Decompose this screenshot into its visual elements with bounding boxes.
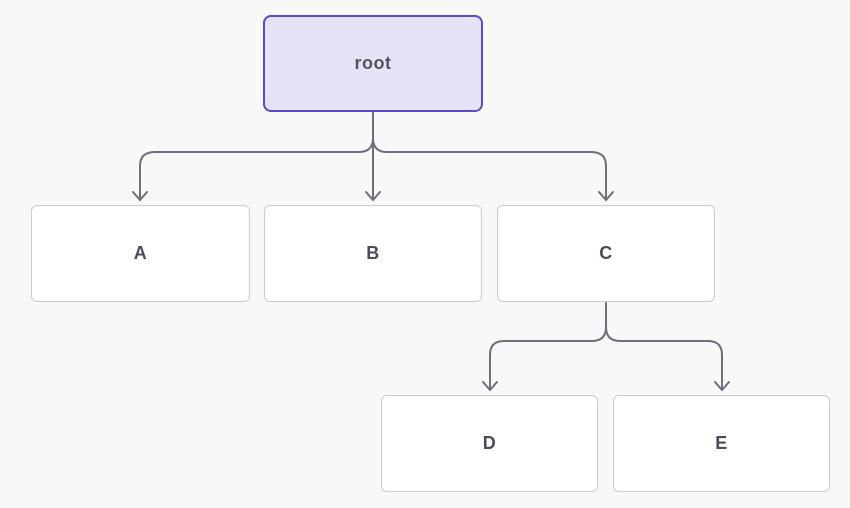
arrowhead-icon — [482, 381, 498, 392]
node-e-label: E — [715, 433, 728, 453]
edge-c-d — [482, 302, 607, 392]
node-b[interactable]: B — [264, 205, 482, 302]
node-root-label: root — [354, 53, 392, 73]
arrowhead-icon — [714, 381, 730, 392]
node-e[interactable]: E — [613, 395, 830, 492]
edge-root-c — [372, 111, 614, 202]
arrowhead-icon — [598, 191, 614, 202]
node-c[interactable]: C — [497, 205, 715, 302]
node-d[interactable]: D — [381, 395, 598, 492]
node-d-label: D — [482, 433, 497, 453]
node-a[interactable]: A — [31, 205, 250, 302]
edge-root-b — [365, 111, 381, 202]
node-a-label: A — [133, 243, 148, 263]
node-b-label: B — [366, 243, 380, 263]
edge-root-a — [132, 111, 374, 202]
arrowhead-icon — [365, 191, 381, 202]
node-root[interactable]: root — [263, 15, 483, 112]
node-c-label: C — [599, 243, 613, 263]
edge-c-e — [605, 302, 730, 392]
arrowhead-icon — [132, 191, 148, 202]
